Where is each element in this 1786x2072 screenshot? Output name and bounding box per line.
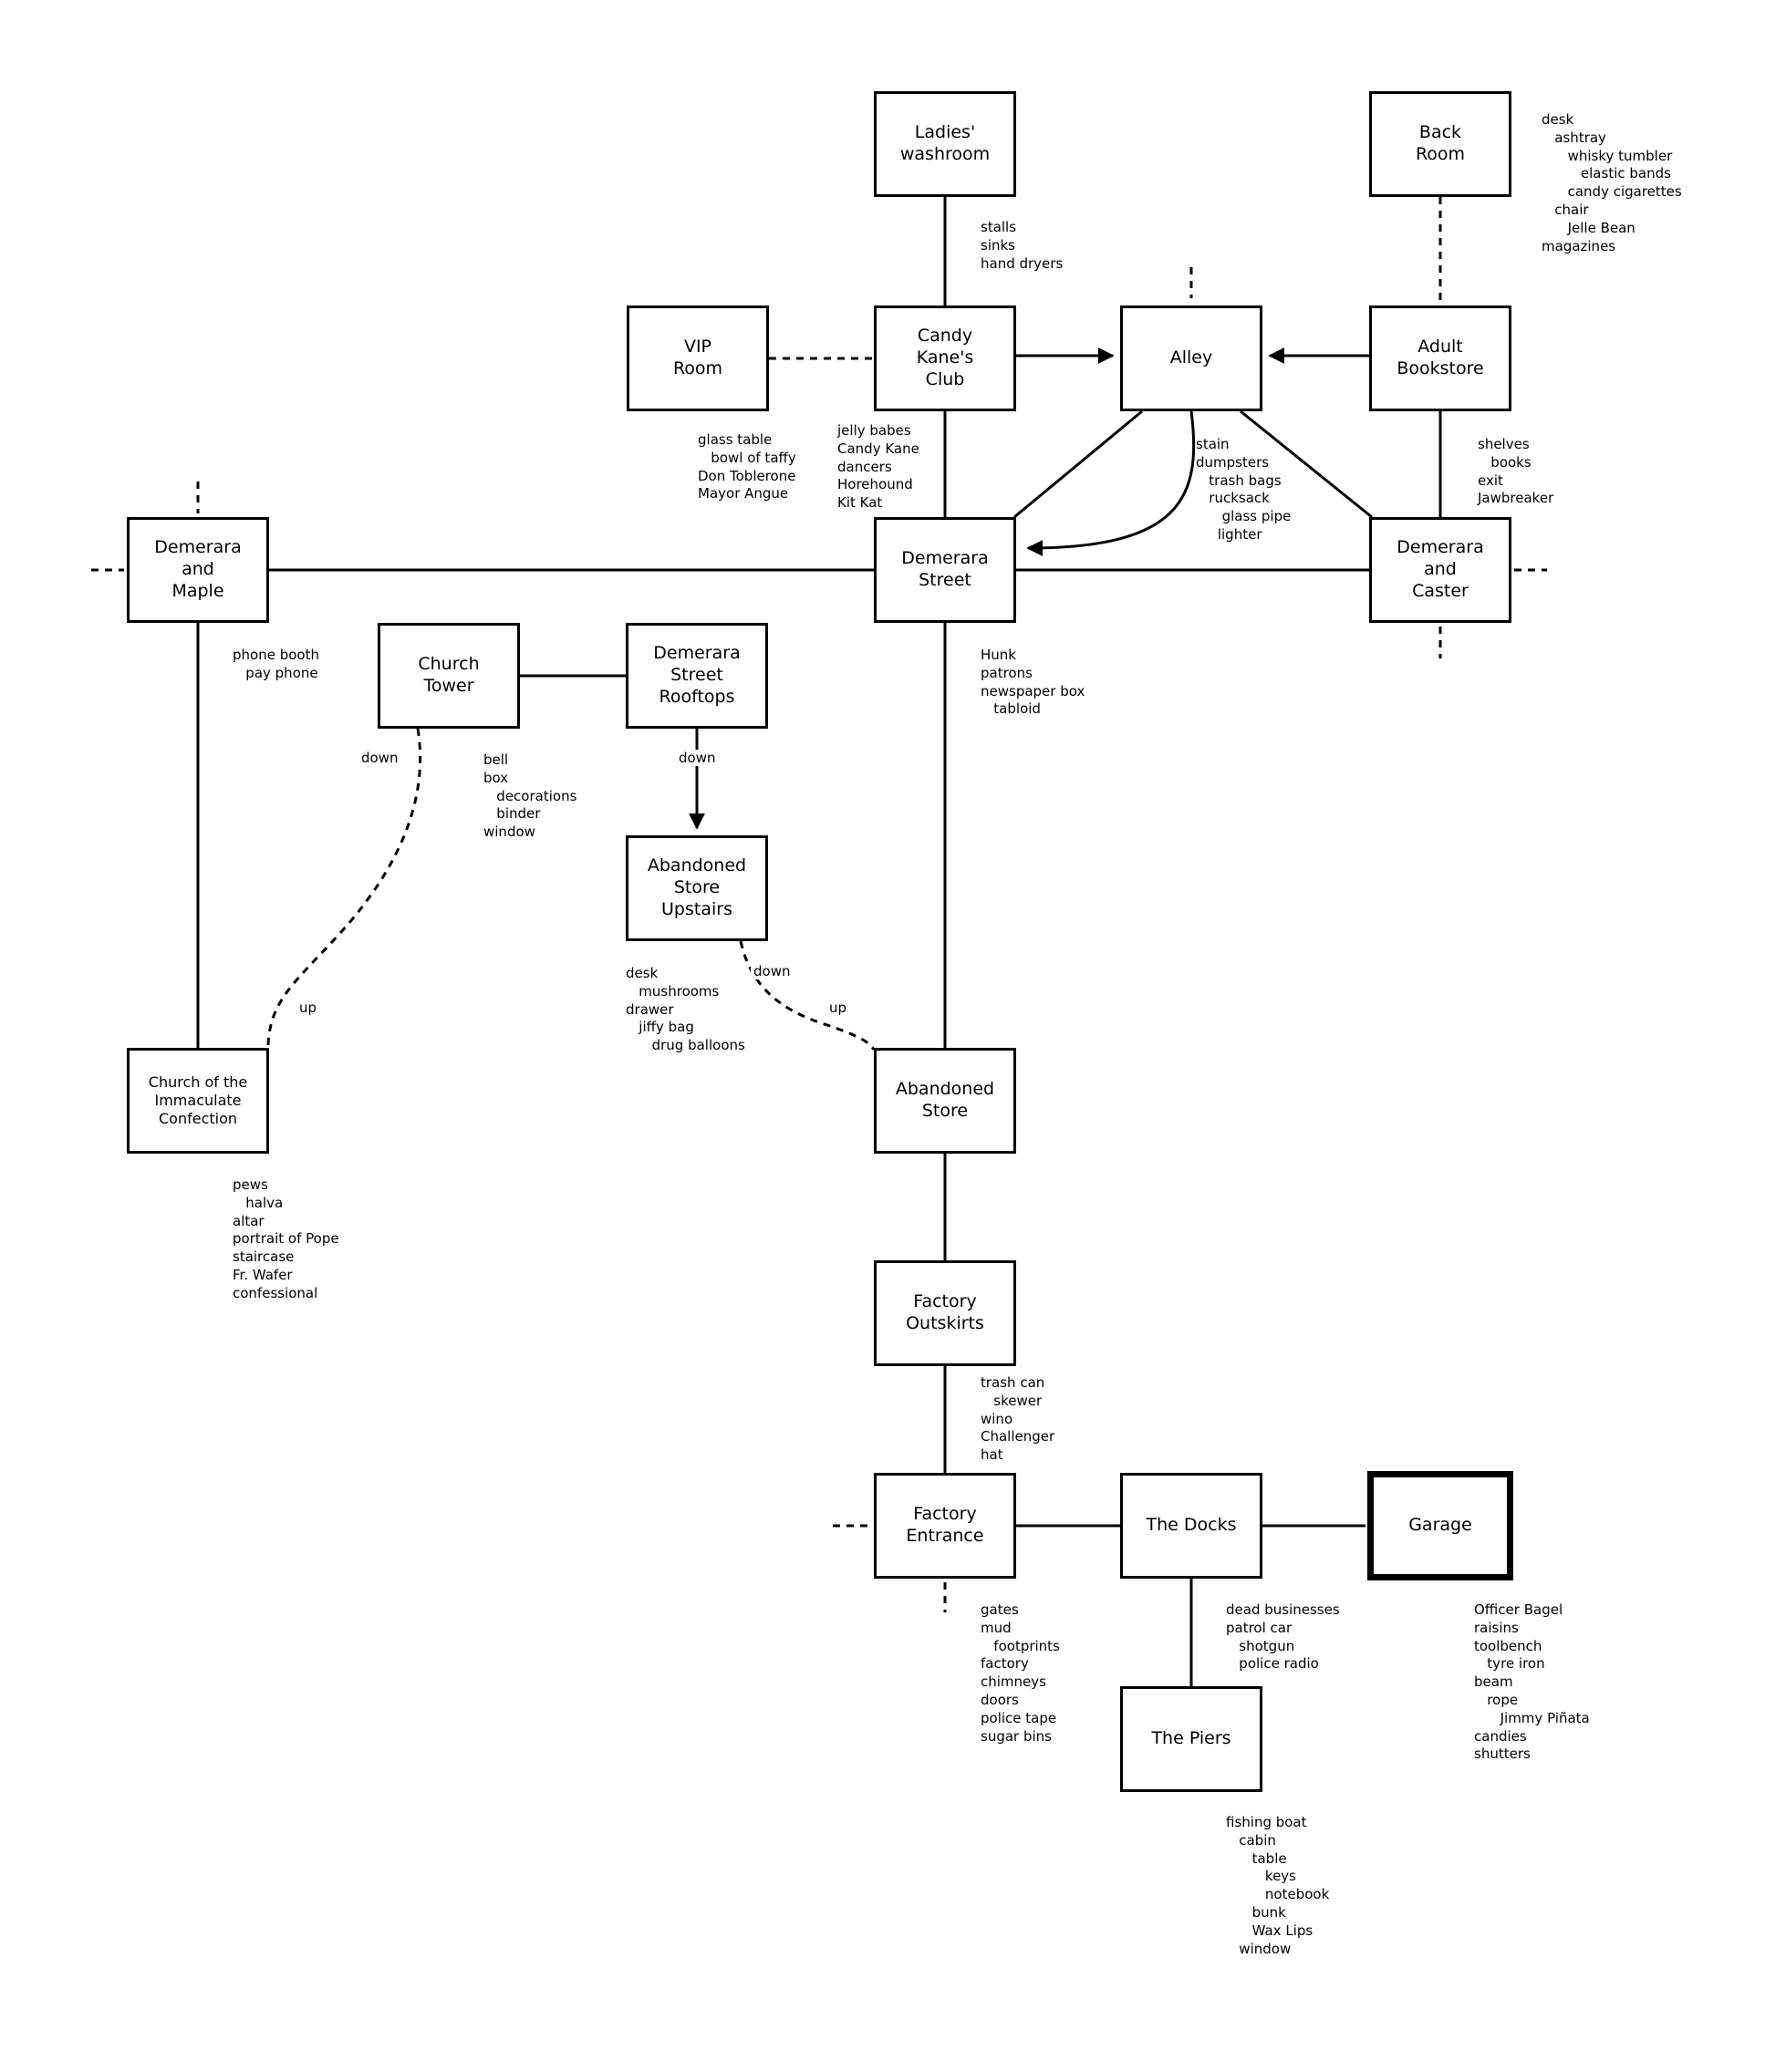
edge-label-tower-down: down	[358, 750, 401, 766]
items-demerara-and-maple: phone booth pay phone	[233, 647, 319, 681]
node-factory-outskirts: Factory Outskirts	[874, 1260, 1016, 1366]
items-candy-club-left: glass table bowl of taffy Don Toblerone …	[698, 431, 796, 502]
items-candy-club-right: jelly babes Candy Kane dancers Horehound…	[837, 422, 919, 512]
node-alley: Alley	[1120, 306, 1262, 411]
items-back-room: desk ashtray whisky tumbler elastic band…	[1542, 111, 1682, 254]
edge-alley-street-curve-arrow	[1026, 410, 1196, 556]
node-label: Church of the Immaculate Confection	[148, 1073, 248, 1127]
node-label: Abandoned Store	[895, 1079, 995, 1121]
items-demerara-street: Hunk patrons newspaper box tabloid	[981, 647, 1085, 718]
edge-label-store-up: up	[826, 1000, 850, 1016]
node-adult-bookstore: Adult Bookstore	[1369, 306, 1511, 411]
node-label: Factory Outskirts	[906, 1291, 984, 1333]
items-church-tower: bell box decorations binder window	[483, 751, 577, 841]
node-label: Back Room	[1415, 122, 1466, 164]
node-label: Demerara Street	[901, 548, 989, 590]
node-ladies-washroom: Ladies' washroom	[874, 91, 1016, 197]
node-vip-room: VIP Room	[627, 306, 769, 411]
edge-label-upstairs-down: down	[751, 963, 794, 979]
items-ladies-washroom: stalls sinks hand dryers	[981, 219, 1064, 272]
node-candy-kanes-club: Candy Kane's Club	[874, 306, 1016, 411]
node-label: Church Tower	[418, 654, 480, 696]
node-label: Abandoned Store Upstairs	[647, 855, 747, 919]
node-back-room: Back Room	[1369, 91, 1511, 197]
node-demerara-street: Demerara Street	[874, 517, 1016, 623]
node-demerara-and-maple: Demerara and Maple	[127, 517, 269, 623]
items-alley: stain dumpsters trash bags rucksack glas…	[1196, 436, 1292, 543]
edge-alley-caster-diagonal	[1240, 409, 1373, 519]
node-label: Alley	[1169, 347, 1213, 368]
node-label: Garage	[1408, 1515, 1472, 1536]
node-abandoned-store-upstairs: Abandoned Store Upstairs	[626, 835, 768, 941]
node-church-of-the-immaculate-confection: Church of the Immaculate Confection	[127, 1048, 269, 1154]
edge-alley-street-diagonal	[1013, 409, 1143, 519]
node-label: The Piers	[1151, 1728, 1231, 1749]
node-label: Demerara and Maple	[154, 537, 242, 601]
node-label: Ladies' washroom	[899, 122, 991, 164]
node-demerara-and-caster: Demerara and Caster	[1369, 517, 1511, 623]
items-factory-entrance: gates mud footprints factory chimneys do…	[981, 1601, 1060, 1745]
node-label: Demerara Street Rooftops	[653, 643, 741, 707]
items-the-docks: dead businesses patrol car shotgun polic…	[1226, 1601, 1340, 1673]
edge-label-rooftops-down: down	[676, 750, 719, 766]
items-adult-bookstore: shelves books exit Jawbreaker	[1478, 436, 1554, 507]
node-label: Adult Bookstore	[1397, 337, 1484, 378]
node-label: Candy Kane's Club	[916, 326, 974, 389]
node-demerara-street-rooftops: Demerara Street Rooftops	[626, 623, 768, 729]
edge-tower-church-stairs	[266, 728, 422, 1046]
items-church: pews halva altar portrait of Pope stairc…	[233, 1176, 339, 1301]
edge-label-church-up: up	[296, 1000, 320, 1016]
node-the-piers: The Piers	[1120, 1686, 1262, 1792]
node-garage: Garage	[1367, 1471, 1513, 1580]
items-abandoned-store-upstairs: desk mushrooms drawer jiffy bag drug bal…	[626, 965, 745, 1054]
node-the-docks: The Docks	[1120, 1473, 1262, 1579]
node-church-tower: Church Tower	[378, 623, 520, 729]
items-factory-outskirts: trash can skewer wino Challenger hat	[981, 1374, 1055, 1464]
node-label: VIP Room	[672, 337, 723, 378]
items-the-piers: fishing boat cabin table keys notebook b…	[1226, 1814, 1330, 1957]
node-factory-entrance: Factory Entrance	[874, 1473, 1016, 1579]
node-label: The Docks	[1146, 1515, 1237, 1536]
items-garage: Officer Bagel raisins toolbench tyre iro…	[1474, 1601, 1590, 1763]
node-abandoned-store: Abandoned Store	[874, 1048, 1016, 1154]
node-label: Factory Entrance	[906, 1504, 984, 1546]
node-label: Demerara and Caster	[1397, 537, 1484, 601]
edge-upstairs-store-stairs	[739, 940, 876, 1051]
